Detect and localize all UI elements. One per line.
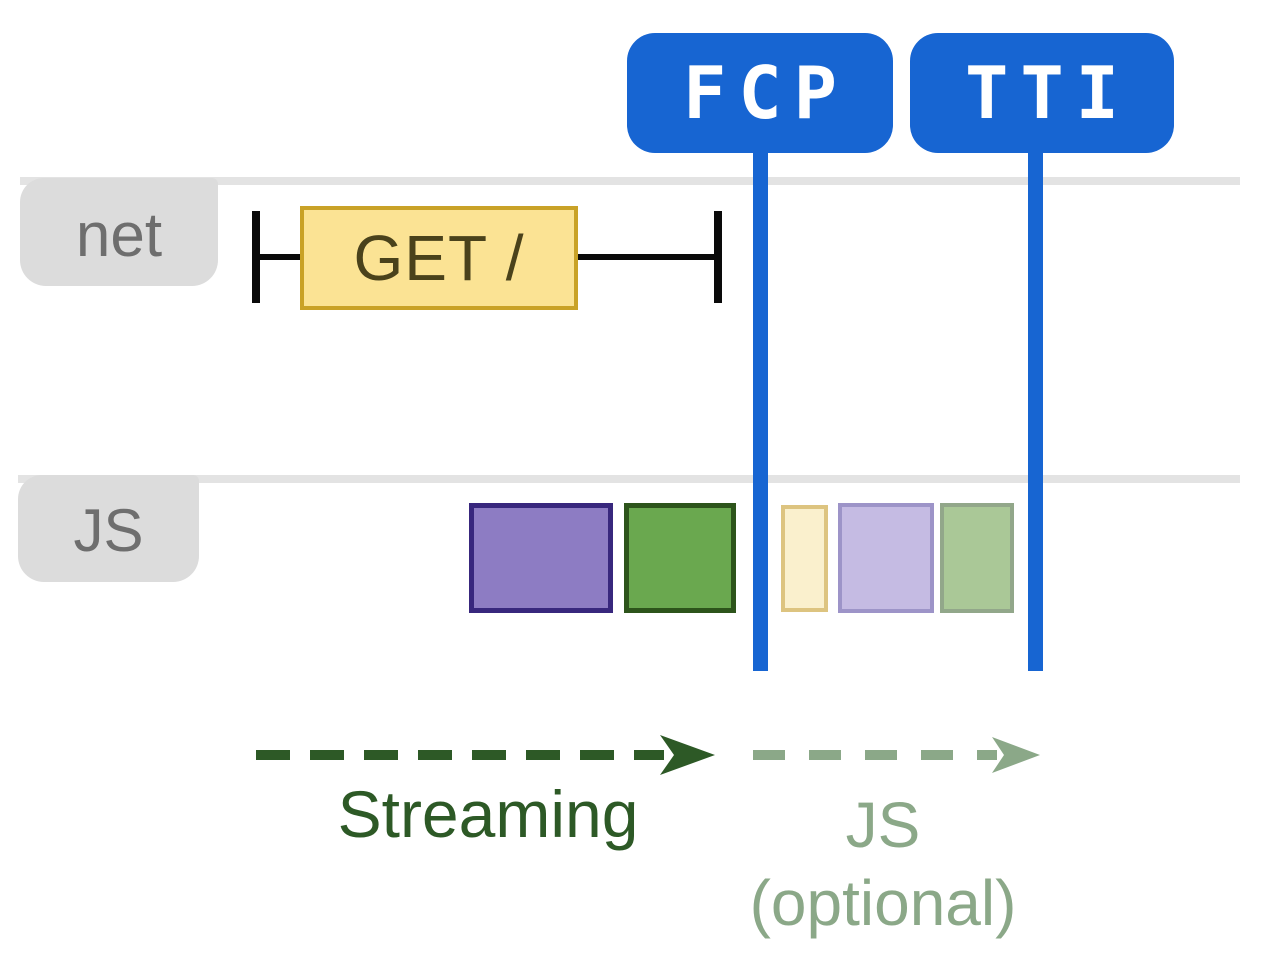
js-task-faded-yellow (781, 505, 828, 612)
net-lane-tab: net (20, 178, 218, 286)
js-task-solid-purple (469, 503, 613, 613)
get-request-label: GET / (353, 222, 525, 294)
streaming-arrowhead-icon (660, 735, 715, 775)
js-optional-sublabel: (optional) (749, 867, 1017, 939)
tti-badge: TTI (910, 33, 1174, 153)
fcp-badge: FCP (627, 33, 893, 153)
net-lane-line (20, 177, 1240, 185)
js-lane-line (18, 475, 1240, 483)
js-optional-arrowhead-icon (992, 737, 1040, 773)
js-task-faded-green (940, 503, 1014, 613)
fcp-marker-line (753, 150, 768, 671)
net-lane-label: net (75, 200, 163, 270)
flow-arrows (256, 735, 1040, 775)
js-lane-tab: JS (18, 475, 199, 582)
js-task-solid-green (624, 503, 736, 613)
tti-marker-line (1028, 150, 1043, 671)
request-span-start-tick (252, 211, 260, 303)
request-span-end-tick (714, 211, 722, 303)
get-request-box: GET / (300, 206, 578, 310)
streaming-label: Streaming (337, 777, 639, 851)
js-task-faded-purple (838, 503, 934, 613)
fcp-badge-label: FCP (682, 51, 850, 135)
js-lane-label: JS (73, 497, 144, 564)
js-optional-label: JS (845, 789, 921, 861)
tti-badge-label: TTI (964, 51, 1132, 135)
